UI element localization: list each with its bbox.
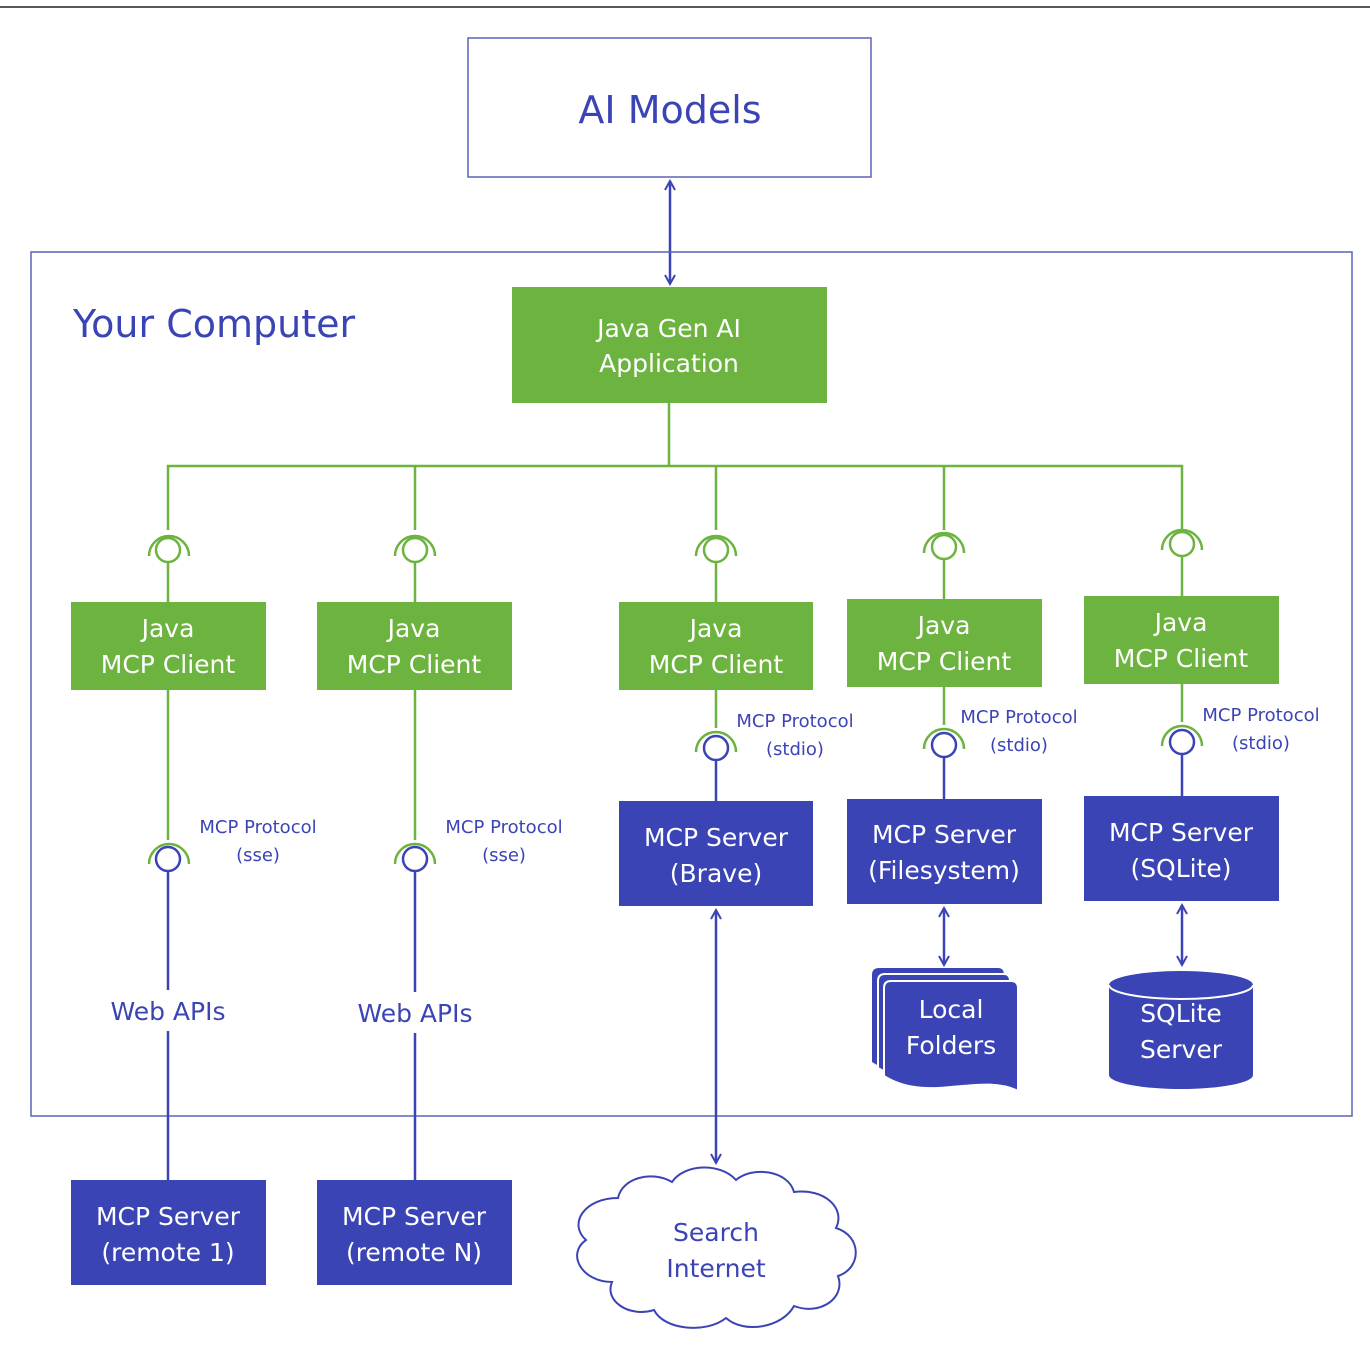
protocol-label-line2: (sse) (236, 845, 280, 866)
web-apis-label: Web APIs (357, 999, 472, 1028)
java-gen-ai-application: Java Gen AI Application (512, 287, 827, 403)
client-line1: Java (140, 614, 195, 643)
protocol-label-line2: (stdio) (766, 739, 824, 760)
mcp-server-remote-n: MCP Server (remote N) (317, 1180, 512, 1285)
server-line1: MCP Server (644, 823, 789, 852)
interface-socket-icon (694, 534, 738, 602)
stdio-connection-sqlite: MCP Protocol (stdio) (1160, 684, 1320, 796)
mcp-server-remote-1: MCP Server (remote 1) (71, 1180, 266, 1285)
client-line2: MCP Client (877, 647, 1012, 676)
stdio-connection-filesystem: MCP Protocol (stdio) (922, 687, 1078, 799)
server-line1: MCP Server (1109, 818, 1254, 847)
interface-socket-icon (922, 531, 966, 599)
server-line2: (SQLite) (1130, 854, 1231, 883)
server-line2: (remote 1) (101, 1238, 234, 1267)
protocol-label-line1: MCP Protocol (736, 711, 853, 732)
client-line1: Java (916, 611, 971, 640)
stdio-connection-brave: MCP Protocol (stdio) (694, 690, 854, 801)
interface-socket-icon (1160, 528, 1204, 596)
sqlite-server-line1: SQLite (1140, 999, 1222, 1028)
client-line1: Java (1153, 608, 1208, 637)
client-line2: MCP Client (1114, 644, 1249, 673)
mcp-server-filesystem: MCP Server (Filesystem) (847, 799, 1042, 904)
local-folders-line2: Folders (906, 1031, 996, 1060)
client-line1: Java (386, 614, 441, 643)
sse-connection-1: MCP Protocol (sse) Web APIs (110, 690, 317, 1180)
client-line1: Java (688, 614, 743, 643)
app-label-line1: Java Gen AI (595, 314, 741, 343)
web-apis-label: Web APIs (110, 997, 225, 1026)
server-line1: MCP Server (342, 1202, 487, 1231)
mcp-server-sqlite: MCP Server (SQLite) (1084, 796, 1279, 901)
java-mcp-client-4: Java MCP Client (847, 599, 1042, 687)
java-mcp-client-2: Java MCP Client (317, 602, 512, 690)
your-computer-label: Your Computer (72, 302, 355, 346)
ai-models-label: AI Models (578, 88, 761, 132)
protocol-label-line2: (stdio) (990, 735, 1048, 756)
server-line1: MCP Server (872, 820, 1017, 849)
interface-socket-icon (393, 534, 437, 602)
protocol-label-line1: MCP Protocol (199, 817, 316, 838)
protocol-label-line1: MCP Protocol (445, 817, 562, 838)
sqlite-server-database-icon: SQLite Server (1108, 971, 1254, 1089)
protocol-label-line1: MCP Protocol (1202, 705, 1319, 726)
java-mcp-client-5: Java MCP Client (1084, 596, 1279, 684)
client-interface-symbols (147, 528, 1204, 602)
java-mcp-client-1: Java MCP Client (71, 602, 266, 690)
client-line2: MCP Client (101, 650, 236, 679)
client-line2: MCP Client (649, 650, 784, 679)
sqlite-server-line2: Server (1140, 1035, 1223, 1064)
local-folders-icon: Local Folders (872, 968, 1019, 1093)
server-line2: (remote N) (346, 1238, 482, 1267)
protocol-label-line2: (stdio) (1232, 733, 1290, 754)
server-line2: (Filesystem) (868, 856, 1020, 885)
server-line1: MCP Server (96, 1202, 241, 1231)
search-internet-cloud-icon: Search Internet (576, 1166, 857, 1329)
sse-connection-2: MCP Protocol (sse) Web APIs (357, 690, 563, 1180)
your-computer-container: Your Computer (30, 251, 1353, 1117)
protocol-label-line2: (sse) (482, 845, 526, 866)
ai-models-box: AI Models (467, 37, 872, 178)
interface-socket-icon (147, 534, 191, 602)
mcp-server-brave: MCP Server (Brave) (619, 801, 813, 906)
protocol-label-line1: MCP Protocol (960, 707, 1077, 728)
client-connectors (166, 403, 1184, 530)
app-label-line2: Application (599, 349, 739, 378)
server-line2: (Brave) (670, 859, 762, 888)
local-folders-line1: Local (919, 995, 984, 1024)
java-mcp-client-3: Java MCP Client (619, 602, 813, 690)
search-internet-line2: Internet (666, 1254, 765, 1283)
client-line2: MCP Client (347, 650, 482, 679)
search-internet-line1: Search (673, 1218, 759, 1247)
